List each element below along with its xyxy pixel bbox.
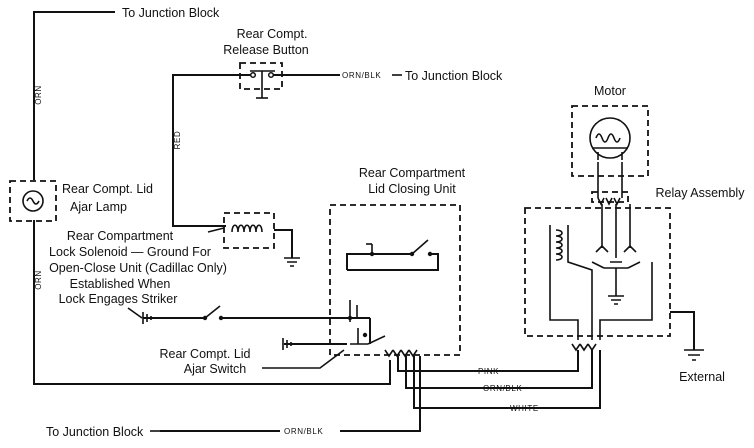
relay-terminals <box>571 343 597 352</box>
relay-assembly <box>524 204 671 340</box>
wire-label-orn-blk-button: ORN/BLK <box>342 71 381 80</box>
closing-unit-label-line1: Rear Compartment <box>359 166 466 180</box>
wire-label-orn-top: ORN <box>34 85 43 105</box>
relay-external-ground <box>670 311 704 361</box>
external-label: External <box>679 370 725 384</box>
wire-label-orn-blk-harness: ORN/BLK <box>483 384 522 393</box>
junction-mid-label: To Junction Block <box>405 69 503 83</box>
ajar-switch-pointer <box>262 349 345 369</box>
solenoid-note-line2: Lock Solenoid — Ground For <box>49 245 211 259</box>
solenoid-ground-icon <box>284 257 300 267</box>
release-button-label-line2: Release Button <box>223 43 309 57</box>
ajar-lamp-label-line2: Ajar Lamp <box>70 200 127 214</box>
relay-ground-icon <box>608 295 624 305</box>
motor <box>571 105 649 198</box>
ajar-lamp-label-line1: Rear Compt. Lid <box>62 182 153 196</box>
orn-blk-wire-bottom <box>150 356 421 432</box>
motor-label: Motor <box>594 84 626 98</box>
white-wire <box>413 350 601 409</box>
junction-bottom-label: To Junction Block <box>46 425 144 439</box>
ajar-lamp <box>9 180 57 222</box>
wire-label-orn-blk-bottom: ORN/BLK <box>284 427 323 436</box>
relay-assembly-label: Relay Assembly <box>656 186 746 200</box>
wire-label-orn-bottom: ORN <box>34 270 43 290</box>
wire-label-pink: PINK <box>478 367 499 376</box>
solenoid-note-line5: Lock Engages Striker <box>59 292 178 306</box>
orn-wire-left <box>33 11 391 385</box>
solenoid-note-line1: Rear Compartment <box>67 229 174 243</box>
wire-label-white: WHITE <box>510 404 539 413</box>
orn-blk-wire-harness <box>405 350 593 389</box>
striker-switch-blade <box>204 305 221 319</box>
ajar-switch-label-line2: Ajar Switch <box>184 362 247 376</box>
closing-unit-label-line2: Lid Closing Unit <box>368 182 456 196</box>
junction-top-label: To Junction Block <box>122 6 220 20</box>
red-wire <box>172 74 251 227</box>
lid-closing-unit <box>329 204 461 358</box>
striker-ground-icon <box>127 307 152 324</box>
solenoid-note-line4: Established When <box>70 277 171 291</box>
release-button <box>239 62 283 99</box>
release-button-label-line1: Rear Compt. <box>237 27 308 41</box>
solenoid-pointer-arrow <box>207 227 225 233</box>
solenoid-note-line3: Open-Close Unit (Cadillac Only) <box>49 261 227 275</box>
motor-connector <box>591 191 629 206</box>
pink-wire <box>397 350 579 372</box>
lock-solenoid <box>223 212 293 258</box>
wire-label-red: RED <box>173 131 182 150</box>
ajar-switch-label-line1: Rear Compt. Lid <box>159 347 250 361</box>
